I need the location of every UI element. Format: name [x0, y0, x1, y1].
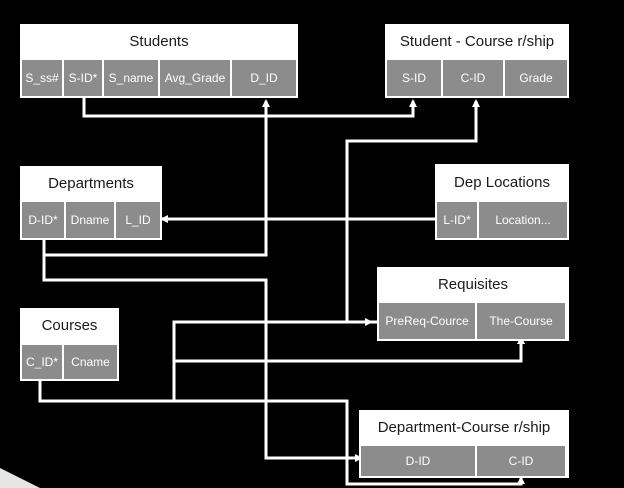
attr-students-d-id: D_ID: [232, 60, 296, 96]
attr-students-s-id: S-ID*: [64, 60, 102, 96]
attr-student-course-grade: Grade: [505, 60, 567, 96]
attr-departments-dname: Dname: [66, 202, 114, 238]
entity-departments-attributes: D-ID* Dname L_ID: [20, 200, 162, 240]
attr-student-course-c-id: C-ID: [443, 60, 503, 96]
entity-department-course-title: Department-Course r/ship: [359, 410, 569, 444]
entity-students-attributes: S_ss# S-ID* S_name Avg_Grade D_ID: [20, 58, 298, 98]
entity-courses: Courses C_ID* Cname: [20, 308, 119, 381]
entity-departments: Departments D-ID* Dname L_ID: [20, 166, 162, 240]
entity-courses-attributes: C_ID* Cname: [20, 343, 119, 381]
entity-department-course: Department-Course r/ship D-ID C-ID: [359, 410, 569, 478]
entity-requisites: Requisites PreReq-Cource The-Course: [377, 267, 569, 341]
entity-courses-title: Courses: [20, 308, 119, 343]
entity-department-course-attributes: D-ID C-ID: [359, 444, 569, 478]
entity-dep-locations: Dep Locations L-ID* Location...: [435, 164, 569, 240]
attr-requisites-the-course: The-Course: [477, 303, 565, 339]
entity-students: Students S_ss# S-ID* S_name Avg_Grade D_…: [20, 24, 298, 98]
connector-courses-to-requisites-thecourse: [174, 336, 525, 363]
attr-students-s-name: S_name: [104, 60, 158, 96]
attr-department-course-d-id: D-ID: [361, 446, 475, 476]
entity-student-course-title: Student - Course r/ship: [385, 24, 569, 58]
attr-student-course-s-id: S-ID: [387, 60, 441, 96]
attr-courses-c-id: C_ID*: [22, 345, 62, 379]
attr-students-s-ss: S_ss#: [22, 60, 62, 96]
attr-dep-locations-l-id: L-ID*: [437, 202, 477, 238]
entity-student-course: Student - Course r/ship S-ID C-ID Grade: [385, 24, 569, 98]
attr-department-course-c-id: C-ID: [477, 446, 565, 476]
entity-requisites-attributes: PreReq-Cource The-Course: [377, 301, 569, 341]
entity-students-title: Students: [20, 24, 298, 58]
attr-students-avg-grade: Avg_Grade: [160, 60, 230, 96]
connector-departments-to-students-did: [42, 99, 270, 257]
attr-courses-cname: Cname: [64, 345, 117, 379]
connector-departments-to-dept-course-did: [42, 255, 363, 462]
attr-departments-l-id: L_ID: [116, 202, 160, 238]
connector-students-to-student-course-sid: [82, 97, 417, 118]
attr-departments-d-id: D-ID*: [22, 202, 64, 238]
entity-requisites-title: Requisites: [377, 267, 569, 301]
entity-dep-locations-attributes: L-ID* Location...: [435, 200, 569, 240]
entity-departments-title: Departments: [20, 166, 162, 200]
entity-student-course-attributes: S-ID C-ID Grade: [385, 58, 569, 98]
connector-courses-to-dept-course-cid: [174, 399, 525, 486]
attr-requisites-prereq-cource: PreReq-Cource: [379, 303, 475, 339]
attr-dep-locations-location: Location...: [479, 202, 567, 238]
entity-dep-locations-title: Dep Locations: [435, 164, 569, 200]
